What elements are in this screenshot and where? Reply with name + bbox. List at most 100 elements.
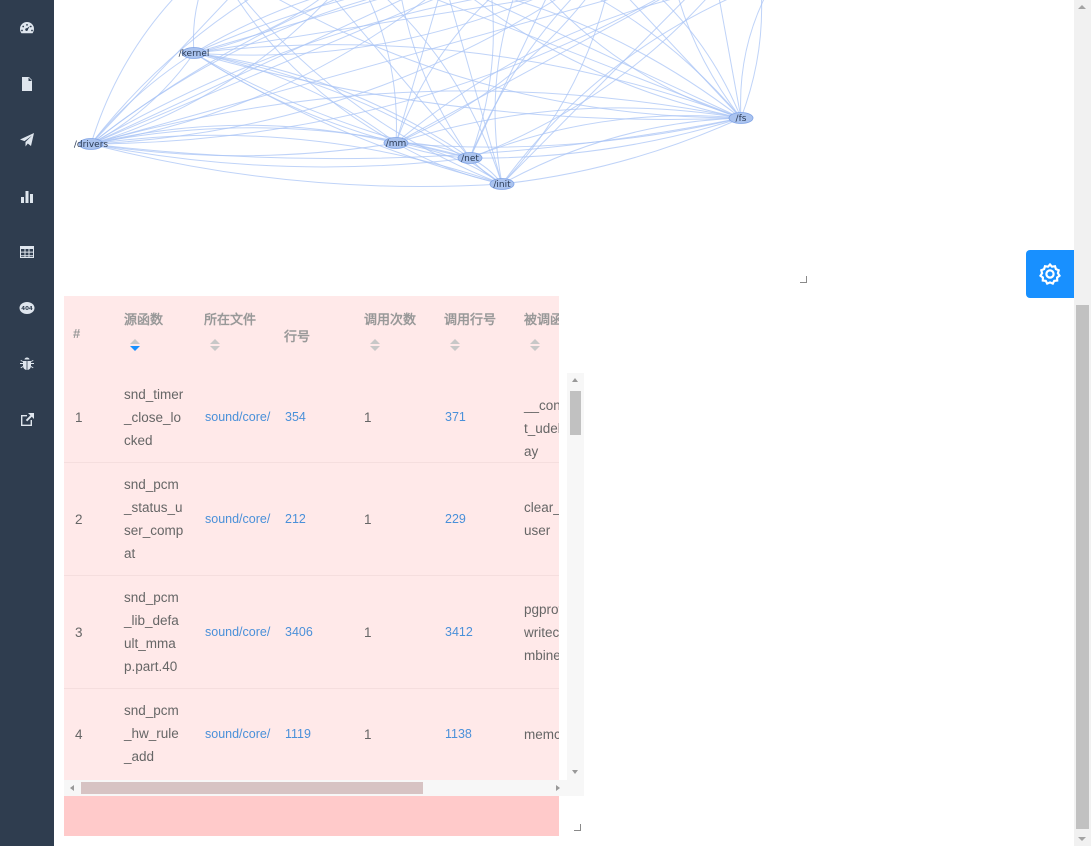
graph-edges bbox=[90, 0, 765, 188]
graph-edge bbox=[469, 0, 572, 159]
graph-edge bbox=[395, 142, 503, 185]
page-scrollbar[interactable] bbox=[1074, 0, 1091, 846]
dependency-graph[interactable]: /kernel/drivers/mm/net/init/fs bbox=[54, 0, 1074, 290]
table-h-scroll-thumb[interactable] bbox=[81, 782, 423, 794]
graph-edge bbox=[90, 143, 503, 188]
graph-edge bbox=[193, 44, 742, 119]
table-row[interactable]: 3 snd_pcm_lib_default_mmap.part.40 sound… bbox=[64, 576, 559, 689]
graph-edge bbox=[513, 0, 742, 119]
settings-gear-icon bbox=[1039, 262, 1061, 286]
graph-edge bbox=[395, 0, 660, 144]
document-icon[interactable] bbox=[17, 74, 37, 94]
graph-node-shape[interactable] bbox=[181, 47, 207, 59]
graph-edge bbox=[368, 0, 397, 144]
graph-node-shape[interactable] bbox=[78, 138, 104, 150]
table-icon[interactable] bbox=[17, 242, 37, 262]
graph-edge bbox=[334, 0, 471, 159]
graph-edge bbox=[90, 0, 336, 145]
graph-node-shape[interactable] bbox=[489, 178, 515, 190]
dashboard-icon[interactable] bbox=[17, 18, 37, 38]
graph-edge bbox=[387, 0, 503, 185]
graph-edge bbox=[661, 0, 742, 119]
graph-nodes: /kernel/drivers/mm/net/init/fs bbox=[74, 47, 754, 191]
sort-icon[interactable] bbox=[450, 339, 460, 351]
file-link[interactable]: sound/core/ bbox=[205, 625, 271, 639]
sort-icon[interactable] bbox=[370, 339, 380, 351]
graph-node-shape[interactable] bbox=[383, 137, 409, 149]
graph-edge bbox=[395, 107, 742, 144]
graph-edge bbox=[474, 0, 742, 119]
scroll-left-arrow-icon[interactable] bbox=[70, 785, 74, 791]
sort-icon[interactable] bbox=[130, 339, 140, 351]
graph-resize-handle[interactable] bbox=[800, 276, 807, 283]
graph-edge bbox=[90, 142, 397, 157]
graph-edge bbox=[395, 0, 586, 144]
graph-edge bbox=[90, 0, 434, 145]
graph-edge bbox=[740, 0, 765, 119]
sort-icon[interactable] bbox=[530, 339, 540, 351]
graph-edge bbox=[549, 0, 742, 119]
graph-edge bbox=[90, 0, 403, 145]
scroll-down-arrow-icon[interactable] bbox=[1078, 837, 1086, 841]
graph-node-label: /kernel bbox=[179, 49, 210, 59]
graph-edge bbox=[469, 0, 494, 159]
send-icon[interactable] bbox=[17, 130, 37, 150]
bug-icon[interactable] bbox=[17, 354, 37, 374]
graph-edge bbox=[629, 0, 742, 119]
page-scroll-thumb[interactable] bbox=[1076, 305, 1089, 829]
graph-edge bbox=[90, 143, 471, 168]
graph-edge bbox=[401, 0, 471, 159]
graph-node-label: /init bbox=[493, 180, 511, 190]
graph-node[interactable]: /fs bbox=[728, 112, 754, 125]
graph-edge bbox=[90, 90, 742, 145]
table-row[interactable]: 1 snd_timer_close_locked sound/core/ 354… bbox=[64, 373, 559, 463]
graph-edge bbox=[193, 52, 471, 159]
sort-icon[interactable] bbox=[210, 339, 220, 351]
scroll-right-arrow-icon[interactable] bbox=[556, 785, 560, 791]
table-resize-handle[interactable] bbox=[574, 824, 581, 831]
graph-edge bbox=[469, 0, 546, 159]
graph-node[interactable]: /kernel bbox=[179, 47, 210, 60]
table-v-scroll-thumb[interactable] bbox=[570, 391, 581, 435]
graph-node-label: /fs bbox=[736, 114, 747, 124]
table-row[interactable]: 4 snd_pcm_hw_rule_add sound/core/ 1119 1… bbox=[64, 689, 559, 780]
call-table: # 源函数 所在文件 行号 调用次数 调用行号 被调函数 bbox=[64, 296, 584, 836]
table-horizontal-scrollbar[interactable] bbox=[64, 780, 584, 796]
graph-node[interactable]: /drivers bbox=[74, 138, 109, 151]
table-footer bbox=[64, 796, 559, 836]
bar-chart-icon[interactable] bbox=[17, 186, 37, 206]
graph-edge bbox=[193, 0, 320, 54]
graph-edge bbox=[192, 0, 199, 54]
column-header-callee[interactable]: 被调函数 bbox=[524, 296, 559, 373]
graph-edge bbox=[237, 0, 397, 144]
graph-edge bbox=[469, 115, 742, 159]
table-body-viewport[interactable]: # 源函数 所在文件 行号 调用次数 调用行号 被调函数 bbox=[64, 296, 559, 780]
graph-edge bbox=[494, 0, 514, 185]
settings-float-button[interactable] bbox=[1026, 250, 1074, 298]
graph-edge bbox=[193, 0, 310, 54]
graph-node[interactable]: /net bbox=[457, 152, 483, 165]
table-vertical-scrollbar[interactable] bbox=[567, 373, 584, 780]
graph-canvas[interactable]: /kernel/drivers/mm/net/init/fs bbox=[54, 0, 1074, 290]
graph-node-shape[interactable] bbox=[457, 152, 483, 164]
graph-node[interactable]: /init bbox=[489, 178, 515, 191]
graph-node-label: /drivers bbox=[74, 140, 109, 150]
scroll-up-arrow-icon[interactable] bbox=[572, 378, 578, 382]
graph-edge bbox=[501, 117, 742, 185]
graph-edge bbox=[678, 0, 742, 119]
file-link[interactable]: sound/core/ bbox=[205, 727, 271, 741]
graph-edge bbox=[193, 0, 345, 54]
graph-node-shape[interactable] bbox=[728, 112, 754, 124]
graph-edge bbox=[740, 0, 763, 119]
graph-edge bbox=[90, 0, 473, 145]
graph-node[interactable]: /mm bbox=[383, 137, 409, 150]
scroll-up-arrow-icon[interactable] bbox=[1078, 5, 1086, 9]
file-link[interactable]: sound/core/ bbox=[205, 512, 271, 526]
graph-edge bbox=[90, 0, 228, 145]
graph-edge bbox=[90, 134, 503, 185]
external-link-icon[interactable] bbox=[17, 410, 37, 430]
table-row[interactable]: 2 snd_pcm_status_user_compat sound/core/… bbox=[64, 463, 559, 576]
scroll-down-arrow-icon[interactable] bbox=[572, 770, 578, 774]
error-404-icon[interactable]: 404 bbox=[17, 298, 37, 318]
file-link[interactable]: sound/core/ bbox=[205, 410, 271, 424]
